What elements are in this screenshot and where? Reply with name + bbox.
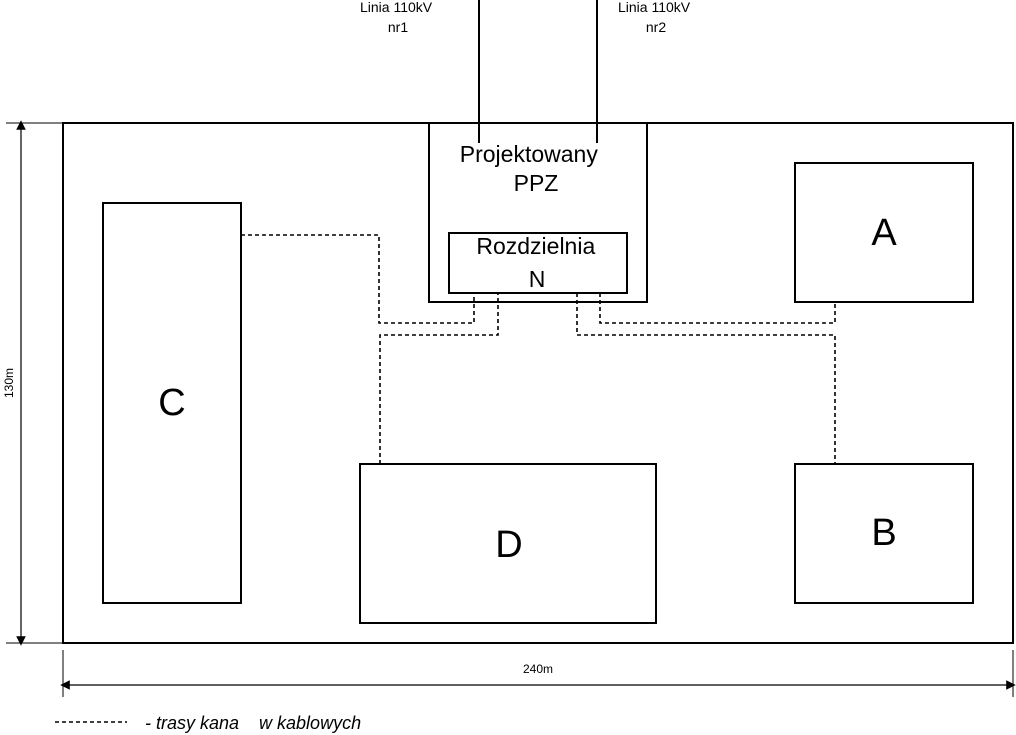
cable-route-b <box>576 293 836 464</box>
cable-route-a <box>599 293 836 324</box>
building-c-label: C <box>158 382 185 424</box>
height-dimension-label: 130m <box>2 368 16 398</box>
legend-label: - trasy kana w kablowych <box>145 713 361 733</box>
building-d-label: D <box>495 524 522 566</box>
ppz-box <box>428 122 648 303</box>
cable-route-d <box>379 293 499 464</box>
switchgear-label: Rozdzielnia N <box>476 233 601 292</box>
width-dimension <box>60 650 1016 697</box>
height-dimension <box>6 120 63 646</box>
ppz-label: Projektowany PPZ <box>460 141 604 196</box>
building-b-label: B <box>871 512 896 554</box>
building-d <box>359 463 657 624</box>
switchgear-box <box>448 232 628 294</box>
building-a <box>794 162 974 303</box>
cable-route-c <box>241 234 475 324</box>
line-1-label: Linia 110kV nr1 <box>360 0 436 35</box>
building-b <box>794 463 974 604</box>
width-dimension-label: 240m <box>523 662 553 676</box>
site-boundary <box>62 122 1014 644</box>
line-2-label: Linia 110kV nr2 <box>618 0 694 35</box>
building-a-label: A <box>871 212 897 254</box>
building-c <box>102 202 242 604</box>
